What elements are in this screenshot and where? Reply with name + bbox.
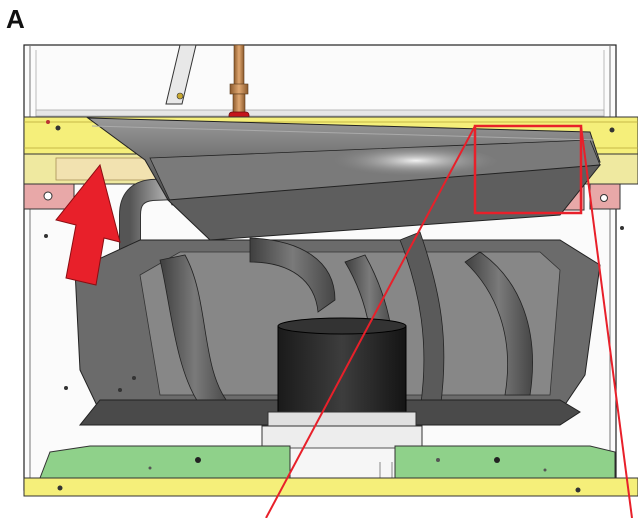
highlight-box (265, 124, 633, 518)
hinge-bracket (165, 44, 197, 105)
cabinet-holes (44, 226, 624, 392)
fan-motor (261, 317, 423, 491)
lower-green-boards (39, 445, 616, 479)
red-arrow-icon (55, 163, 121, 286)
panel-label: A (6, 4, 25, 34)
bottom-frame-rail (23, 477, 638, 497)
drip-pan-hood (86, 117, 602, 241)
